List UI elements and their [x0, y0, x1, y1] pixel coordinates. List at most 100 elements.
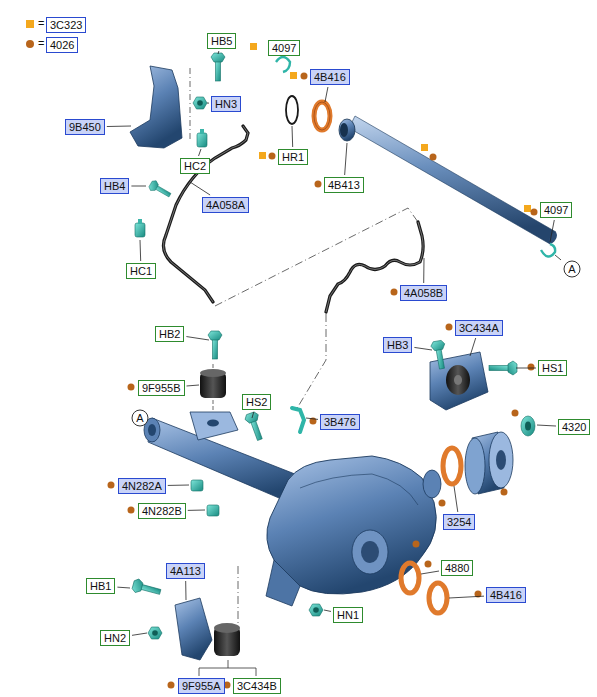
callout-box: 3C434B	[233, 678, 281, 694]
callout-number: HC1	[130, 265, 152, 277]
callout-box: HC2	[180, 158, 210, 174]
leader-line	[168, 485, 189, 486]
leader-line	[449, 596, 484, 598]
legend-text: 4026	[50, 39, 74, 51]
callout-box: 3C434A	[455, 320, 503, 336]
callout-box: 4320	[558, 419, 590, 435]
callout-number: 4A058A	[206, 199, 245, 211]
callout-number: HN2	[104, 632, 126, 644]
callout-number: 4320	[562, 421, 586, 433]
leader-line	[117, 587, 130, 589]
leader-line	[325, 87, 328, 102]
callout-number: 4B416	[314, 71, 346, 83]
callout-box: HN2	[100, 630, 130, 646]
callout-number: 9B450	[69, 121, 101, 133]
callout-box: 4B416	[486, 587, 526, 603]
callout-box: 3B476	[320, 414, 360, 430]
leader-line	[252, 412, 254, 418]
callout-number: HN1	[337, 609, 359, 621]
callout-number: 9F955A	[182, 680, 221, 692]
callout-number: 3B476	[324, 416, 356, 428]
callout-box: HB3	[383, 337, 412, 353]
leader-line	[199, 149, 201, 156]
callout-number: 9F955B	[142, 382, 181, 394]
callout-box: HB1	[86, 578, 115, 594]
leader-line	[537, 425, 556, 426]
callout-box: HB5	[207, 33, 236, 49]
callout-number: HB5	[211, 35, 232, 47]
leader-line	[292, 126, 294, 147]
callout-number: A	[563, 260, 581, 278]
legend-item: 3C323	[46, 17, 86, 33]
leader-line	[306, 418, 318, 419]
callout-number: 3254	[447, 516, 471, 528]
callout-number: 4A058B	[404, 287, 443, 299]
legend-swatch	[26, 40, 34, 48]
reference-circle: A	[131, 409, 149, 427]
callout-box: HB4	[100, 178, 129, 194]
leader-line	[414, 347, 432, 350]
callout-box: 4A058B	[400, 285, 447, 301]
callout-box: 4B416	[310, 69, 350, 85]
callout-number: 4N282A	[122, 480, 162, 492]
callout-box: 4N282B	[138, 503, 186, 519]
callout-number: HS1	[542, 362, 563, 374]
callout-number: HB2	[159, 328, 180, 340]
callout-box: 4A058A	[202, 197, 249, 213]
callout-number: 3C434A	[459, 322, 499, 334]
callout-number: HN3	[215, 98, 237, 110]
legend-item: 4026	[46, 37, 78, 53]
leader-line	[140, 240, 142, 261]
callout-number: 4A113	[170, 565, 201, 577]
callout-number: 4097	[544, 204, 568, 216]
leader-line	[423, 258, 424, 283]
leader-line	[550, 220, 554, 242]
callout-box: 9F955A	[178, 678, 225, 694]
callout-box: 4097	[540, 202, 572, 218]
callout-box: 4880	[441, 560, 473, 576]
leader-line	[131, 186, 146, 187]
legend-text: 3C323	[50, 19, 82, 31]
callout-number: A	[131, 409, 149, 427]
callout-number: 4B416	[490, 589, 522, 601]
callout-number: 4B413	[328, 179, 360, 191]
callout-number: HB1	[90, 580, 111, 592]
callout-box: 3254	[443, 514, 475, 530]
callout-number: HR1	[282, 151, 304, 163]
callout-box: HR1	[278, 149, 308, 165]
leader-line	[324, 610, 331, 611]
leader-line	[185, 581, 186, 600]
leader-line	[186, 337, 209, 340]
legend-equals: =	[38, 17, 44, 29]
callout-box: HS2	[242, 394, 271, 410]
callout-number: 3C434B	[237, 680, 277, 692]
leader-line	[207, 103, 209, 104]
callout-number: HC2	[184, 160, 206, 172]
callout-box: 9F955B	[138, 380, 185, 396]
callout-box: HB2	[155, 326, 184, 342]
callout-number: 4097	[272, 42, 296, 54]
leader-line	[187, 385, 199, 387]
leader-line	[345, 143, 347, 175]
leader-line	[421, 571, 439, 574]
reference-circle: A	[563, 260, 581, 278]
callout-box: HN3	[211, 96, 241, 112]
callout-number: HB4	[104, 180, 125, 192]
callout-box: HN1	[333, 607, 363, 623]
leader-line	[218, 51, 220, 54]
leader-line	[555, 255, 561, 260]
material-symbol	[108, 43, 538, 689]
callout-number: 4880	[445, 562, 469, 574]
callout-box: 9B450	[65, 119, 105, 135]
callout-box: 4N282A	[118, 478, 166, 494]
leader-line	[107, 126, 131, 128]
callout-number: 4N282B	[142, 505, 182, 517]
leader-line	[190, 182, 210, 195]
legend-swatch	[26, 20, 34, 28]
leader-line	[454, 486, 458, 512]
leader-line	[188, 510, 205, 511]
callout-number: HB3	[387, 339, 408, 351]
legend-equals: =	[38, 37, 44, 49]
callout-box: 4B413	[324, 177, 364, 193]
callout-box: HS1	[538, 360, 567, 376]
